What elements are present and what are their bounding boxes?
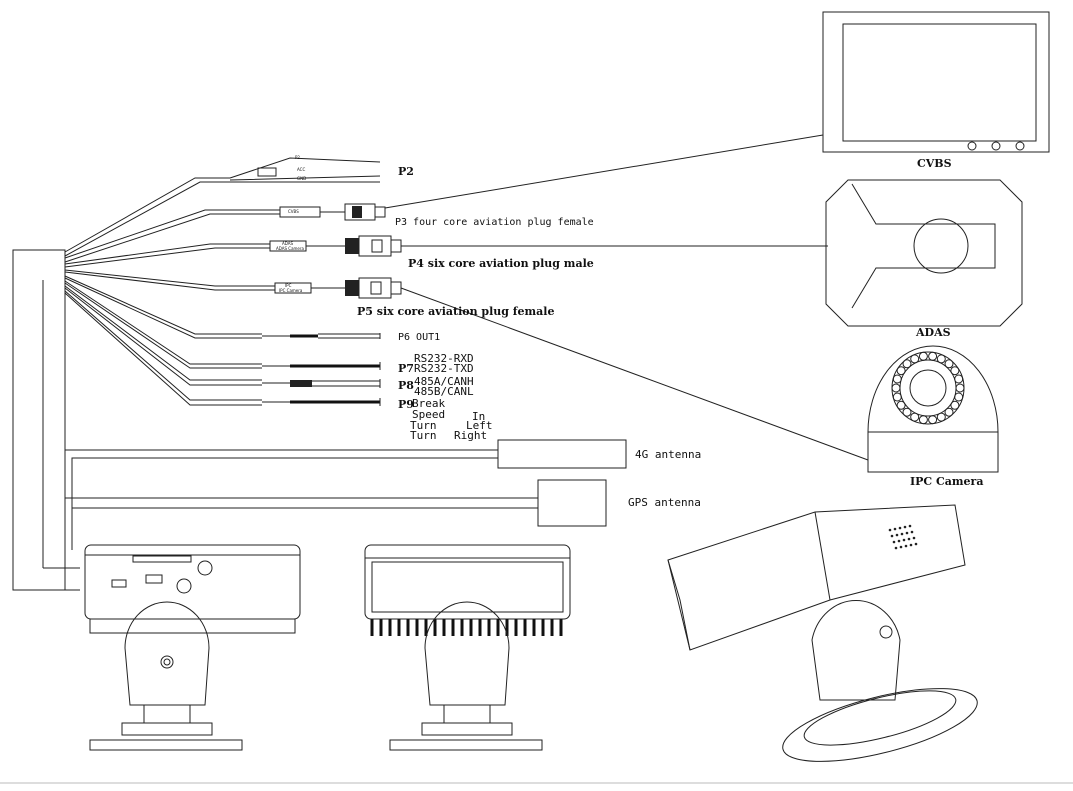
p6-label: P6 OUT1	[398, 332, 440, 343]
p4-connector: ADAS ADAS Camera P4 six core aviation pl…	[269, 235, 828, 270]
ipc-camera: IPC Camera	[867, 345, 999, 488]
p5-connector: IPC IPC Camera P5 six core aviation plug…	[274, 277, 869, 461]
vent-dots	[888, 524, 918, 550]
vent-dot	[897, 539, 901, 543]
adas-camera: ADAS	[825, 179, 1023, 339]
vent-dot	[909, 543, 913, 547]
cvbs-monitor: CVBS	[822, 11, 1050, 170]
p5-tag: IPC	[285, 283, 292, 288]
p8-label: P8	[398, 379, 414, 392]
ir-led	[928, 351, 938, 361]
ir-led	[944, 407, 954, 417]
p7-txd-label: RS232-TXD	[414, 362, 474, 375]
ir-led	[954, 374, 964, 384]
ir-led	[896, 400, 906, 410]
p8-connector: P8 485A/CANH 485B/CANL	[262, 375, 474, 398]
p4-tag-2: ADAS Camera	[276, 246, 305, 251]
vent-dot	[912, 536, 916, 540]
vent-dot	[904, 544, 908, 548]
vent-dot	[892, 540, 896, 544]
p3-tag: CVBS	[288, 209, 299, 214]
heat-fins	[370, 619, 563, 636]
ir-led	[891, 383, 901, 393]
p4-label: P4 six core aviation plug male	[408, 257, 594, 270]
p8-b-label: 485B/CANL	[414, 385, 474, 398]
vent-dot	[907, 537, 911, 541]
antenna-gps: GPS antenna	[65, 479, 701, 527]
ir-led	[936, 354, 946, 364]
p3-label: P3 four core aviation plug female	[395, 217, 594, 228]
svg-text:GND: GND	[297, 176, 306, 181]
vent-dot	[908, 524, 912, 528]
vent-dot	[898, 526, 902, 530]
adas-label: ADAS	[915, 326, 951, 339]
vent-dot	[903, 525, 907, 529]
vent-dot	[900, 532, 904, 536]
ir-led	[950, 366, 960, 376]
svg-text:P2: P2	[295, 155, 300, 160]
cable-bundle	[12, 177, 280, 591]
dvr-side-view	[364, 544, 571, 751]
antenna-4g: 4G antenna	[64, 439, 701, 550]
p2-label: P2	[398, 165, 414, 178]
dvr-front-view	[84, 544, 301, 751]
p9-line-break: Break	[412, 397, 445, 410]
vent-dot	[893, 527, 897, 531]
ir-led	[910, 354, 920, 364]
p9-line-in: In	[472, 410, 485, 423]
p5-label: P5 six core aviation plug female	[357, 305, 554, 318]
p8-a-label: 485A/CANH	[414, 375, 474, 388]
vent-dot	[895, 533, 899, 537]
antenna-gps-label: GPS antenna	[628, 496, 701, 509]
p7-connector: P7 RS232-RXD RS232-TXD	[262, 352, 474, 375]
p4-tag: ADAS	[282, 241, 293, 246]
p9-line-turn-left: Turn	[410, 419, 437, 432]
ir-led	[954, 392, 964, 402]
vent-dot	[890, 534, 894, 538]
ir-led	[936, 412, 946, 422]
antenna-4g-label: 4G antenna	[635, 448, 701, 461]
vent-dot	[914, 542, 918, 546]
ir-led	[918, 351, 928, 361]
ir-led	[896, 366, 906, 376]
p9-connector: P9 Break Speed In Turn Left Turn Right	[262, 397, 493, 442]
ir-led	[910, 412, 920, 422]
ir-led	[955, 383, 965, 393]
ir-led	[928, 415, 938, 425]
ir-led	[950, 400, 960, 410]
ir-led	[902, 407, 912, 417]
p3-connector: CVBS P3 four core aviation plug female	[279, 134, 824, 228]
p6-connector: P6 OUT1	[262, 332, 440, 343]
ir-led	[918, 415, 928, 425]
ir-led-ring	[891, 351, 965, 425]
vent-dot	[902, 538, 906, 542]
cvbs-label: CVBS	[917, 157, 952, 170]
p9-line-right: Right	[454, 429, 487, 442]
ipc-label: IPC Camera	[910, 475, 983, 488]
dvr-isometric-view	[667, 504, 978, 762]
svg-text:ACC: ACC	[297, 167, 305, 172]
p9-line-speed: Speed	[412, 408, 445, 421]
p9-line-turn-right: Turn	[410, 429, 437, 442]
p5-tag-2: IPC Camera	[279, 288, 303, 293]
vent-dot	[894, 546, 898, 550]
vent-dot	[905, 531, 909, 535]
ir-led	[944, 359, 954, 369]
vent-dot	[899, 545, 903, 549]
p9-label: P9	[398, 398, 414, 411]
p2-connector: P2 ACC GND P2	[229, 155, 414, 183]
ir-led	[892, 374, 902, 384]
p9-line-left: Left	[466, 419, 493, 432]
ir-led	[902, 359, 912, 369]
p7-label: P7	[398, 362, 414, 375]
vent-dot	[910, 530, 914, 534]
ir-led	[892, 392, 902, 402]
vent-dot	[888, 528, 892, 532]
p7-rxd-label: RS232-RXD	[414, 352, 474, 365]
